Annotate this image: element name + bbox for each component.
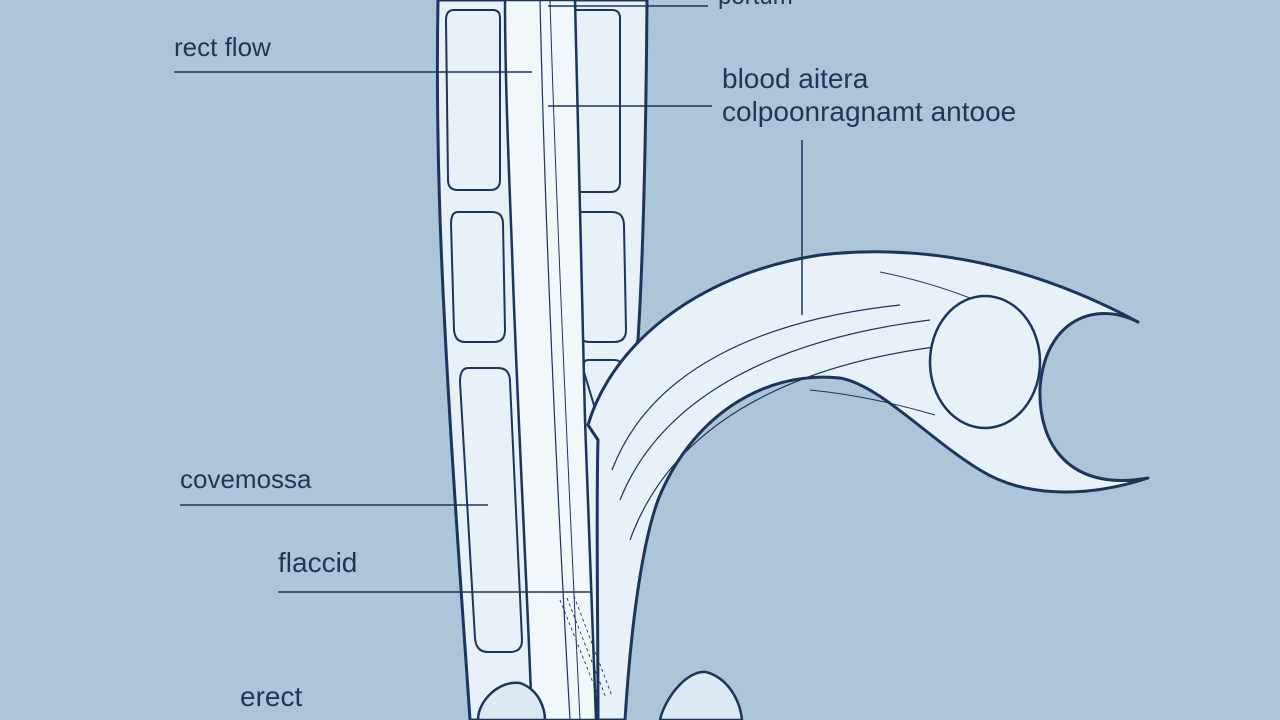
branch-inner-line-4 (879, 271, 976, 301)
bulb-circle (928, 294, 1042, 430)
label-blood: blood aitera (722, 63, 869, 94)
label-flaccid: flaccid (278, 547, 357, 578)
bottom-bulb-right (658, 670, 744, 720)
label-cove: covemossa (180, 464, 312, 494)
branch-inner-line-2 (619, 319, 931, 501)
label-erect: erect (240, 681, 302, 712)
chamber-left-1 (444, 9, 501, 191)
chamber-left-3 (458, 367, 524, 653)
branch-inner-line-1 (611, 304, 901, 471)
label-rect-flow: rect flow (174, 32, 271, 62)
label-top: portum (718, 0, 793, 10)
bottom-bulb-left (476, 681, 547, 720)
central-tube-inner-line (539, 0, 571, 720)
label-corp: colpoonragnamt antooe (722, 96, 1016, 127)
chamber-left-2 (449, 211, 507, 343)
branch-inner-line-5 (809, 389, 936, 416)
branch-inner-line-3 (629, 344, 951, 541)
central-tube-inner-line-2 (549, 0, 581, 720)
